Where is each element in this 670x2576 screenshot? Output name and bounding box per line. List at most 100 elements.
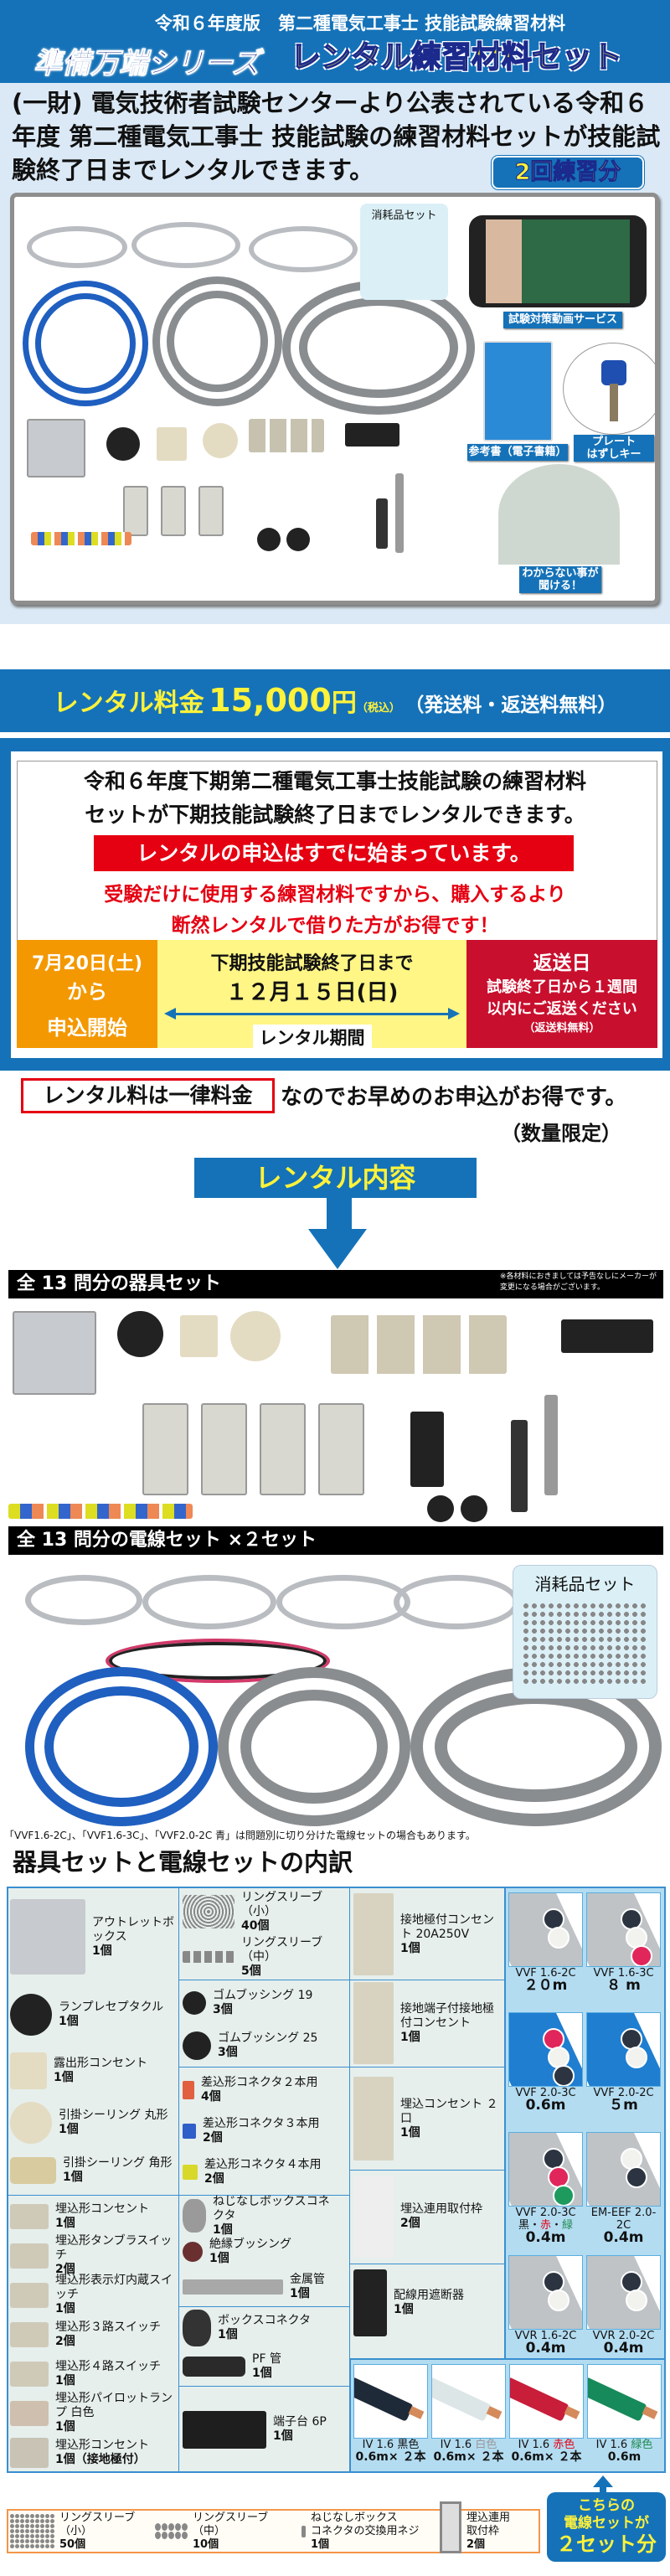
mounting-frame-icon (198, 486, 224, 536)
rubber-bushing-icon (427, 1495, 454, 1522)
item-name: 埋込形表示灯内蔵スイッチ (55, 2274, 173, 2301)
breaker-icon (410, 1412, 444, 1487)
iv-wire-length: 0.6m (607, 2450, 642, 2464)
item-count: 1個 (55, 2420, 75, 2434)
wire-core (548, 1927, 570, 1949)
item-count: 1個 (290, 2287, 310, 2300)
return-line2: 以内にご返送ください (487, 1000, 637, 1018)
terminal-block-icon (345, 423, 399, 447)
consumables-icon (522, 1602, 648, 1685)
grounded-outlet-icon (10, 2437, 49, 2468)
pilot-lamp-icon (10, 2400, 49, 2426)
wire-length: ５m (609, 2097, 638, 2114)
item-name: 埋込形コンセント (55, 2202, 149, 2216)
ring-sleeve-medium-icon (183, 1951, 234, 1963)
item-name: PF 管 (252, 2352, 281, 2366)
rental-period-cell: 下期技能試験終了日まで １２月１５日(日) レンタル期間 (157, 940, 466, 1050)
item-name: 絶縁ブッシング (209, 2238, 291, 2251)
exposed-outlet-icon (10, 2052, 47, 2089)
item-count: 1個 (54, 2071, 74, 2084)
mounting-frame-icon (440, 2501, 461, 2553)
start-date: 7月20日(土) (31, 953, 143, 974)
start-from: から (67, 980, 107, 1004)
connectors-icon (31, 532, 131, 545)
4way-switch-icon (10, 2361, 49, 2387)
iv-wire-coil-icon (109, 1642, 327, 1680)
wire-length: ２０m (523, 1977, 568, 1994)
product-photo: 消耗品セット 試験対策動画サービス 参考書（電子書籍） プレート はずしキー わ… (10, 193, 659, 605)
item-name: 接地端子付接地極付コンセント (400, 2001, 494, 2030)
metal-pipe-icon (395, 473, 404, 553)
intro-text: (一財) 電気技術者試験センターより公表されている令和６年度 第二種電気工事士 … (12, 89, 661, 184)
wire-set-title: 全 13 問分の電線セット ×２セット (17, 1530, 317, 1551)
embedded-outlet-icon (10, 2203, 49, 2229)
rental-contents-heading: レンタル内容 (194, 1158, 477, 1198)
wire-sheath (509, 1893, 582, 1966)
terminal-block-icon (561, 1319, 653, 1353)
copper-core (642, 2406, 658, 2419)
tumbler-switch-icon (10, 2243, 49, 2269)
callout-line1: こちらの (578, 2497, 635, 2514)
gray-cable-coil-icon (218, 1667, 410, 1826)
shipping-note: （発送料・返送料無料） (405, 694, 617, 716)
wire-core (553, 2065, 575, 2086)
separator: ・ (528, 2219, 540, 2232)
outlet-box-icon (27, 419, 85, 478)
notice-line2: セットが下期技能試験終了日までレンタルできます。 (85, 803, 585, 827)
divider (178, 2067, 504, 2068)
item-count: 1個 (213, 2222, 233, 2237)
reference-book-icon (483, 341, 553, 441)
wire-cross-section-icon (586, 1892, 661, 1967)
metal-pipe-icon (544, 1395, 558, 1495)
iv-color-label: 黒色 (397, 2439, 420, 2451)
box-connector-icon (183, 2310, 211, 2346)
breaker-icon (353, 2269, 387, 2336)
item-name: ねじなしボックスコネクタ (213, 2194, 330, 2222)
iv-wire-icon (431, 2364, 506, 2439)
item-name: 埋込形４路スイッチ (55, 2359, 161, 2373)
item-name: 配線用遮断器 (394, 2289, 464, 2302)
wire-core (626, 1927, 647, 1949)
wire-cross-section-icon (508, 2132, 583, 2207)
item-count: 1個 (63, 2171, 83, 2184)
period-title: 下期技能試験終了日まで (210, 953, 414, 974)
wire-length: 0.4m (525, 2229, 566, 2246)
item-name: 埋込形タンブラスイッチ (55, 2234, 173, 2262)
item-name: 露出形コンセント (54, 2057, 147, 2070)
cable-coil-icon (142, 1575, 276, 1629)
iv-wire-body (510, 2377, 570, 2422)
iv-wire-name: IV 1.6 緑色 (587, 2439, 662, 2451)
video-service-label: 試験対策動画サービス (503, 312, 622, 328)
support-label: わからない事が 聞ける！ (519, 566, 601, 593)
consumables-set: 消耗品セット (513, 1565, 657, 1699)
wire-name: VVF 1.6-3C (593, 1967, 654, 1980)
divider (178, 1887, 179, 2473)
wire-color-1: 赤 (539, 2219, 551, 2232)
iv-wire-name: IV 1.6 赤色 (509, 2439, 584, 2451)
application-started-banner: レンタルの申込はすでに始まっています。 (94, 835, 574, 871)
wire-colors: 黒・赤・緑 (508, 2219, 583, 2232)
consumable-name: 埋込連用 取付枠 (466, 2511, 511, 2537)
item-name: ボックスコネクタ (218, 2314, 312, 2327)
cable-coil-icon (25, 1575, 142, 1625)
ring-sleeve-medium-icon (155, 2523, 188, 2539)
outlet-icon (180, 1315, 218, 1357)
iv-wire-icon (509, 2364, 584, 2439)
wire-set-bar: 全 13 問分の電線セット ×２セット (8, 1526, 663, 1555)
wire-core (626, 2289, 647, 2311)
